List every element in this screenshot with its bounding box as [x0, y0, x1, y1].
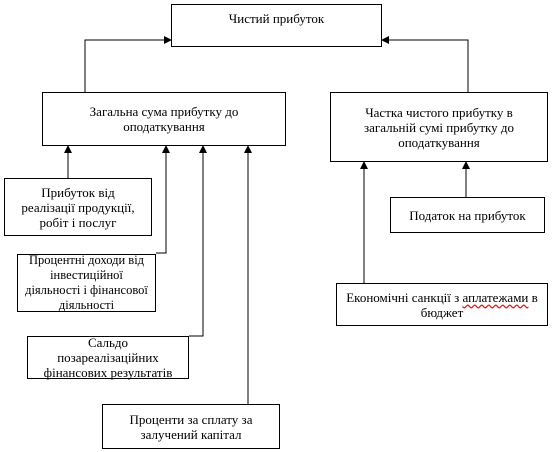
arrow-total-to-net-profit [84, 36, 172, 92]
node-total-pretax-profit-label: Загальна сума прибутку до оподаткування [89, 104, 239, 134]
node-income-tax-label: Податок на прибуток [409, 207, 526, 223]
node-sales-profit-label: Прибуток від реалізації продукції, робіт… [21, 184, 135, 230]
node-total-pretax-profit: Загальна сума прибутку до оподаткування [42, 92, 286, 146]
node-nonoperating-balance: Сальдо позареалізаційних фінансових резу… [27, 335, 189, 380]
node-income-tax: Податок на прибуток [390, 197, 545, 233]
node-share-net-profit: Частка чистого прибутку в загальній сумі… [330, 92, 548, 162]
node-net-profit-label: Чистий прибуток [228, 11, 325, 26]
node-interest-paid: Проценти за сплату за залучений капітал [102, 404, 280, 449]
node-interest-income: Процентні доходи від інвестиційної діяль… [17, 253, 156, 312]
node-interest-income-label: Процентні доходи від інвестиційної діяль… [25, 253, 148, 312]
node-sales-profit: Прибуток від реалізації продукції, робіт… [4, 178, 152, 236]
sanctions-text-misspelled-word: аплатежами [462, 289, 529, 305]
node-interest-paid-label: Проценти за сплату за залучений капітал [129, 411, 253, 442]
arrow-share-to-net-profit [381, 36, 469, 92]
arrow-nonoperating-up [189, 145, 207, 337]
sanctions-text-suffix: в бюджет [420, 289, 538, 320]
arrow-interest-income-up [156, 145, 170, 254]
node-economic-sanctions-label: Економічні санкції з аплатежами в бюджет [345, 290, 539, 320]
node-share-net-profit-label: Частка чистого прибутку в загальній сумі… [363, 104, 515, 150]
node-nonoperating-balance-label: Сальдо позареалізаційних фінансових резу… [43, 335, 173, 380]
sanctions-text-prefix: Економічні санкції з [346, 289, 463, 305]
node-economic-sanctions: Економічні санкції з аплатежами в бюджет [336, 283, 548, 326]
node-net-profit: Чистий прибуток [171, 4, 382, 47]
